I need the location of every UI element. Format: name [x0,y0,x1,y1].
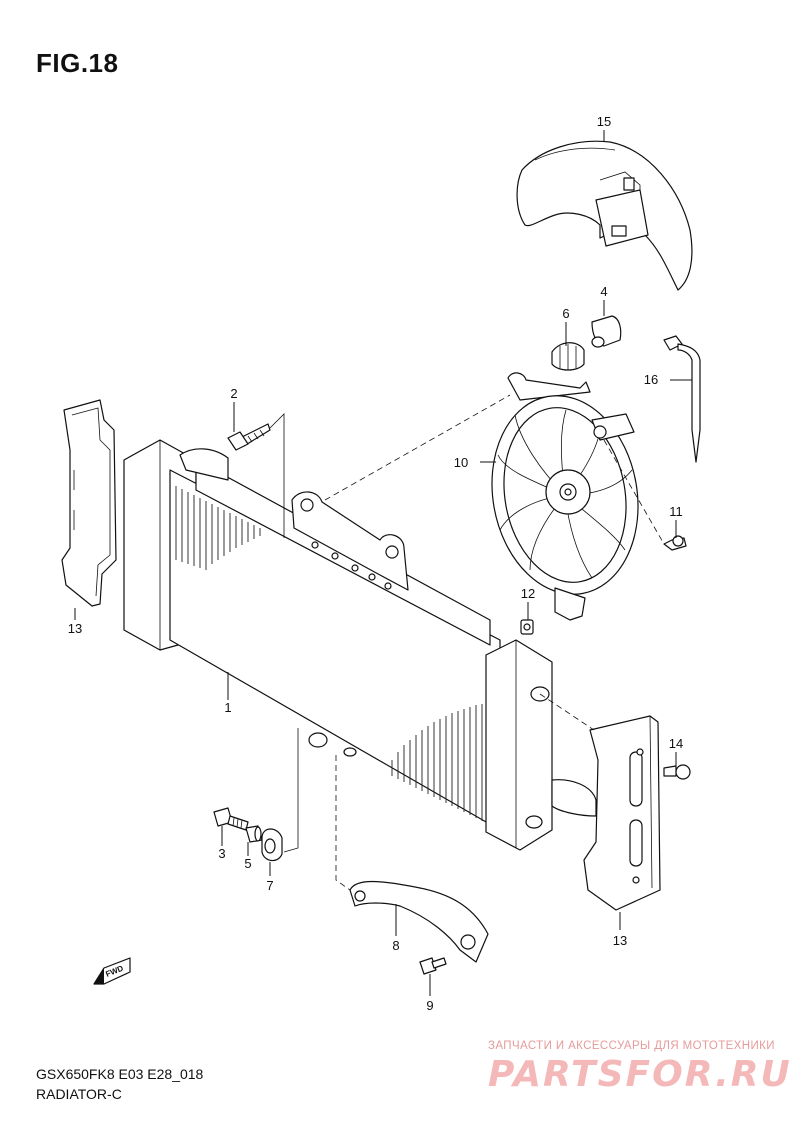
watermark-tagline: ЗАПЧАСТИ И АКСЕССУАРЫ ДЛЯ МОТОТЕХНИКИ [488,1040,775,1052]
bracket-bolt [419,957,447,975]
watermark-logo: PARTSFOR.RU [488,1054,792,1095]
cooling-fan [491,372,639,621]
part-label-7: 7 [266,878,273,893]
part-label-9: 9 [426,998,433,1013]
part-label-13-left: 13 [68,621,82,636]
part-label-12: 12 [521,586,535,601]
radiator-grommet [261,828,283,862]
model-code: GSX650FK8 E03 E28_018 [36,1066,204,1082]
part-label-10: 10 [454,455,468,470]
part-label-16: 16 [644,372,658,387]
radiator-fins-upper [175,486,261,570]
part-label-3: 3 [218,846,225,861]
forward-direction-marker: FWD [93,957,131,985]
radiator-core [123,439,597,851]
radiator-fins-lower [391,704,483,821]
part-label-8: 8 [392,938,399,953]
part-label-2: 2 [230,386,237,401]
part-label-15: 15 [597,114,611,129]
fan-sensor-lead [663,335,701,463]
fan-mount-nut [520,619,534,635]
diagram-subtitle: RADIATOR-C [36,1086,122,1102]
part-label-5: 5 [244,856,251,871]
figure-title: FIG.18 [36,48,119,78]
leader-lines [74,130,692,996]
radiator-top-bolt [227,423,271,451]
side-cover-bolt [663,764,691,780]
part-label-1: 1 [224,700,231,715]
radiator-collar [245,825,263,843]
radiator-side-cover-left [61,399,117,607]
fan-shroud-cover [516,140,693,291]
radiator-lower-bracket [349,880,489,963]
part-label-6: 6 [562,306,569,321]
part-label-11: 11 [669,504,683,519]
radiator-lower-bolt [213,807,249,831]
fan-cap-and-grommet [551,315,622,371]
part-label-14: 14 [669,736,683,751]
part-label-4: 4 [600,284,607,299]
part-label-13-right: 13 [613,933,627,948]
radiator-side-cover-right [583,715,661,911]
fan-mount-bolt [663,535,687,551]
